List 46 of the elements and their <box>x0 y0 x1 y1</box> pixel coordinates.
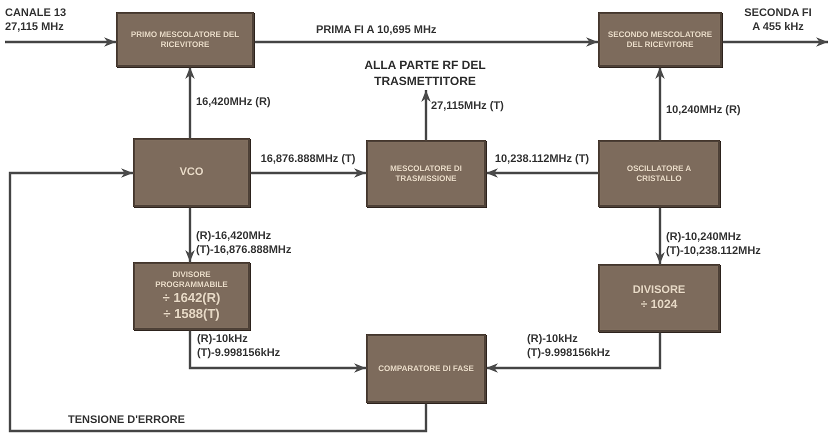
block-box <box>598 12 722 67</box>
block-box <box>366 334 486 403</box>
arrow <box>421 90 431 140</box>
block-box <box>598 264 720 332</box>
edge-label: PRIMA FI A 10,695 MHz <box>316 24 438 38</box>
edge-label: 10,238.112MHz (T) <box>494 152 590 167</box>
edge-label: 16,420MHz (R) <box>196 96 272 110</box>
arrow <box>188 330 366 373</box>
arrow <box>185 207 195 262</box>
edge-label: (R)-16,420MHz (T)-16,876.888MHz <box>196 230 292 258</box>
block-box <box>133 138 250 207</box>
block-label: ÷ 1588(T) <box>162 306 221 322</box>
block-label: PRIMO MESCOLATORE DEL RICEVITORE <box>130 30 240 50</box>
block-label: ÷ 1024 <box>640 297 678 312</box>
edge-label: (R)-10kHz (T)-9.998156kHz <box>197 333 282 360</box>
arrow <box>486 332 662 373</box>
block-label: DIVISORE PROGRAMMABILE <box>154 270 229 290</box>
edge-label: (R)-10,240MHz (T)-10,238.112MHz <box>666 231 762 258</box>
block-label: SECONDO MESCOLATORE DEL RICEVITORE <box>606 30 714 50</box>
arrow <box>722 37 828 47</box>
arrow <box>655 207 665 264</box>
edge-label: TENSIONE D'ERRORE <box>68 414 186 428</box>
arrow <box>185 67 195 138</box>
block-label: OSCILLATORE A CRISTALLO <box>626 164 692 184</box>
edge-label: 16,876.888MHz (T) <box>260 152 356 167</box>
block-box <box>116 12 254 67</box>
block-box <box>366 140 486 207</box>
arrow <box>655 67 665 140</box>
edge-label: CANALE 13 27,115 MHz <box>5 7 68 34</box>
arrow <box>254 37 598 47</box>
block-label: COMPARATORE DI FASE <box>377 364 475 374</box>
block-box <box>133 262 250 330</box>
arrow <box>8 168 428 432</box>
block-label: VCO <box>178 166 204 180</box>
block-label: MESCOLATORE DI TRASMISSIONE <box>389 164 463 184</box>
edge-label: 27,115MHz (T) <box>431 100 505 114</box>
arrow <box>486 168 598 178</box>
block-box <box>598 140 720 207</box>
arrow <box>250 168 366 178</box>
output-label: ALLA PARTE RF DEL TRASMETTITORE <box>363 58 487 90</box>
arrow <box>5 37 116 47</box>
block-label: DIVISORE <box>632 284 686 298</box>
edge-label: 10,240MHz (R) <box>666 104 742 118</box>
edge-label: (R)-10kHz (T)-9.998156kHz <box>527 333 612 360</box>
edge-label: SECONDA FI A 455 kHz <box>743 7 813 34</box>
block-label: ÷ 1642(R) <box>162 290 222 306</box>
